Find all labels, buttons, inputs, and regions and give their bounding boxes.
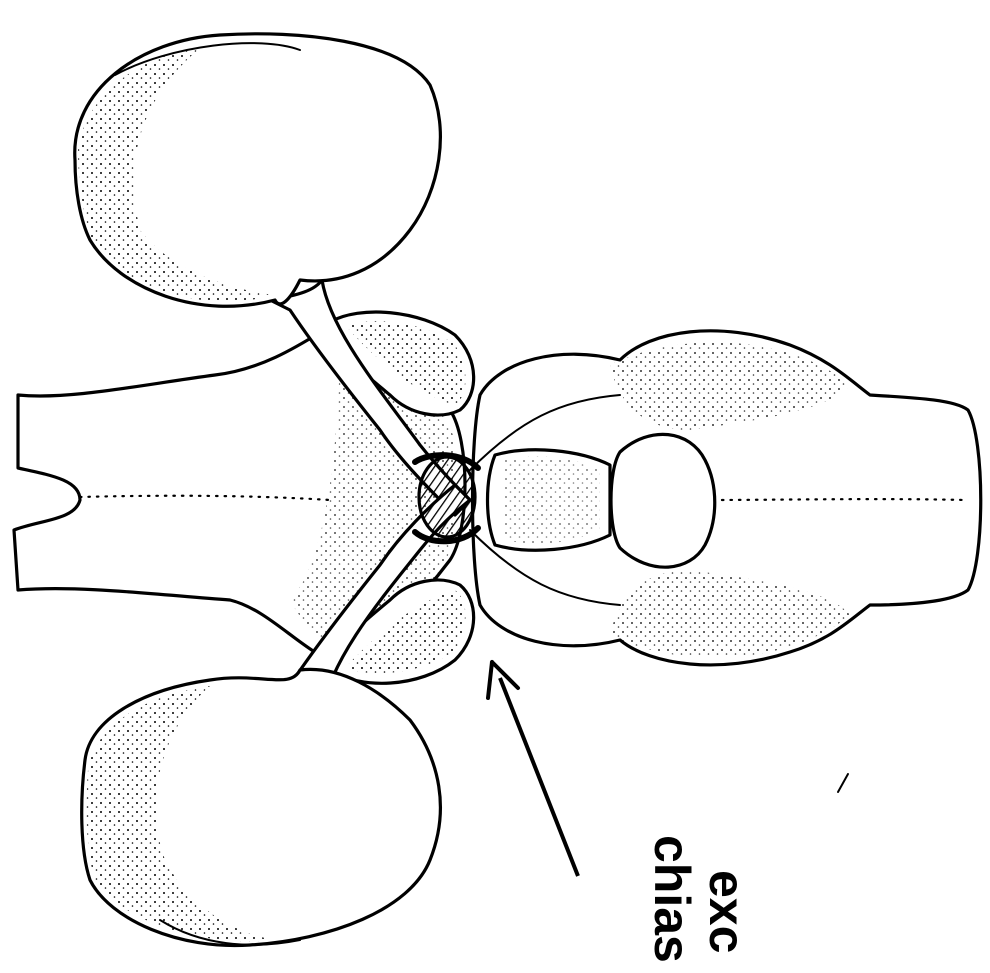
- annotation-label: chias exc: [644, 835, 755, 963]
- pituitary: [611, 434, 715, 567]
- hypothalamus-stipple: [505, 456, 600, 543]
- chiasm-core: [419, 457, 475, 537]
- stray-mark: [838, 774, 848, 792]
- annotation-arrow-shaft: [500, 678, 578, 876]
- annotation-arrowhead: [488, 662, 518, 698]
- annotation-label-line2: exc: [699, 870, 755, 953]
- annotation-label-line1: chias: [644, 835, 700, 963]
